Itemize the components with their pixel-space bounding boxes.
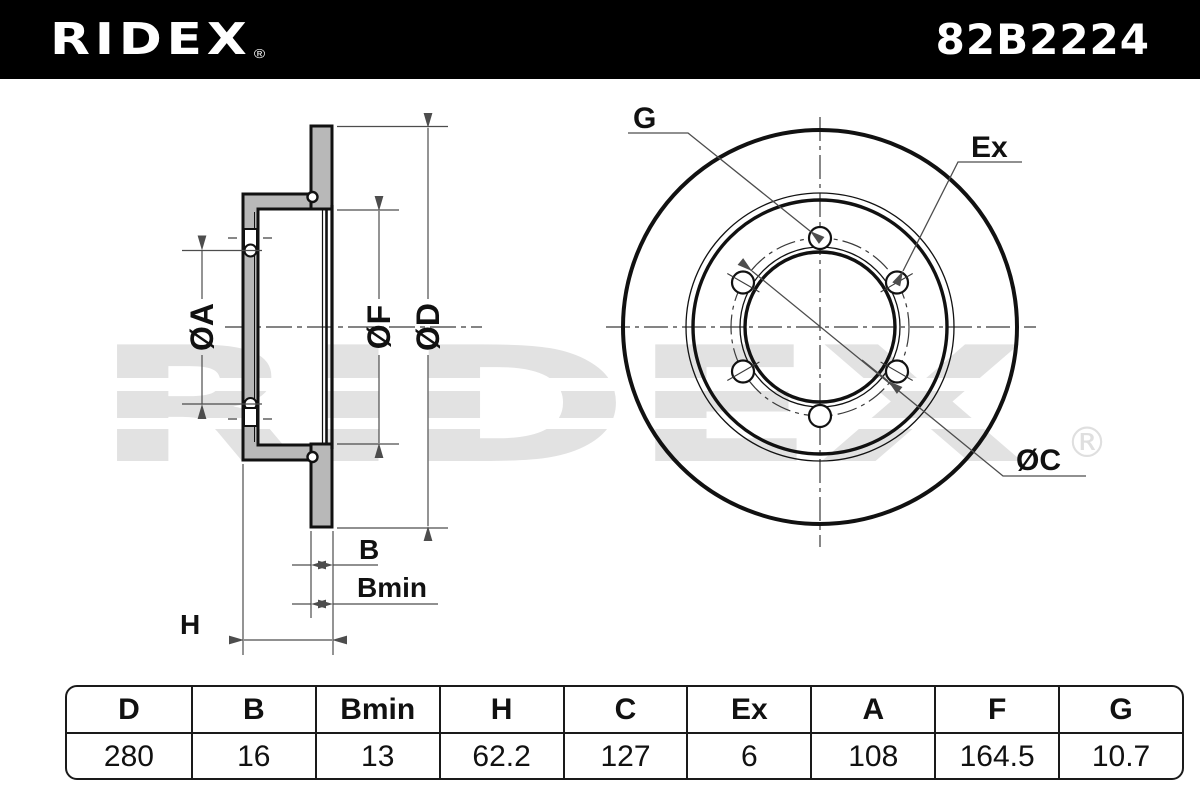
table-value-cell: 13 xyxy=(314,734,439,778)
dim-label-bmin: Bmin xyxy=(357,572,427,603)
outer-diameter-circle xyxy=(621,128,1019,526)
watermark-registered-icon: ® xyxy=(1066,418,1108,467)
hat-edge-circle xyxy=(691,198,949,456)
table-value-cell: 6 xyxy=(686,734,810,778)
table-header-cell: A xyxy=(810,687,935,734)
table-value-cell: 280 xyxy=(103,739,154,773)
dim-label-dia-f: ØF xyxy=(361,305,397,349)
leader-line-ex xyxy=(892,161,1022,287)
table-header-cell: Ex xyxy=(686,687,811,734)
label-ex: Ex xyxy=(971,131,1008,164)
table-value-cell: 108 xyxy=(810,734,934,778)
registered-trademark-icon: ® xyxy=(253,45,266,61)
brand-header: RIDEX ® 82B2224 xyxy=(0,0,1200,79)
dimension-dia-a xyxy=(182,235,262,419)
table-value-cell: 62.2 xyxy=(438,734,563,778)
front-view: G Ex ØC xyxy=(606,102,1086,547)
label-g: G xyxy=(633,102,656,135)
dim-label-dia-d: ØD xyxy=(410,303,446,351)
dim-label-dia-c: ØC xyxy=(1016,444,1061,477)
dim-label-dia-a: ØA xyxy=(184,303,220,351)
table-header-cell: B xyxy=(190,687,315,734)
table-value-cell: 127 xyxy=(562,734,687,778)
table-header-cell: G xyxy=(1058,687,1182,734)
cross-section-view: ØA ØF ØD xyxy=(180,113,482,655)
bolt-hole xyxy=(807,403,833,429)
watermark-slit xyxy=(92,418,1034,429)
table-value-cell: 16 xyxy=(190,734,315,778)
part-number: 82B2224 xyxy=(935,15,1150,64)
hat-edge-circle-thin xyxy=(685,192,955,462)
relief-notch xyxy=(306,450,319,464)
flange-bolt-hole-bottom xyxy=(228,397,272,427)
dimension-dia-d xyxy=(337,113,448,541)
dim-label-h: H xyxy=(180,609,200,640)
dia-c-arrow xyxy=(861,359,903,394)
relief-notch xyxy=(306,190,319,204)
brand-logo: RIDEX ® xyxy=(50,13,266,65)
center-bore-circle xyxy=(743,250,897,404)
watermark-text: RIDEX xyxy=(92,312,1027,499)
table-header-cell: F xyxy=(934,687,1059,734)
leader-line-g xyxy=(628,132,825,244)
brand-logo-text: RIDEX xyxy=(50,13,252,65)
bolt-hole xyxy=(807,225,833,251)
dimensions-table: D B Bmin H C Ex A F G 280 16 13 62.2 127… xyxy=(65,685,1184,780)
bolt-hole-center-marks xyxy=(727,273,913,381)
disc-section-top xyxy=(309,124,334,211)
table-header-cell: H xyxy=(438,687,563,734)
flange-bolt-hole-top xyxy=(228,228,272,258)
table-value-cell: 164.5 xyxy=(934,734,1058,778)
table-header-cell: C xyxy=(562,687,687,734)
table-header-cell: D xyxy=(67,687,191,734)
table-header-cell: Bmin xyxy=(314,687,439,734)
dimension-dia-f xyxy=(337,196,399,458)
disc-section-bottom xyxy=(309,442,334,529)
dim-label-b: B xyxy=(359,534,379,565)
dimension-b-bmin-h xyxy=(229,464,438,655)
table-value-cell: 10.7 xyxy=(1058,734,1182,778)
dia-c-line xyxy=(737,258,1086,477)
